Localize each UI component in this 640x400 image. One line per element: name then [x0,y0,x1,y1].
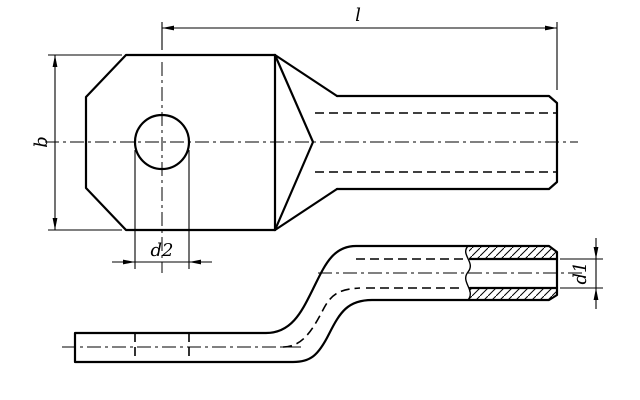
hatch-bottom-band [469,288,557,300]
d1-label: d1 [570,262,591,285]
side-view [62,244,586,364]
dimension-b: b [31,54,122,231]
hatch-top-band [469,246,557,259]
d2-arrow-left [123,259,135,265]
cone-bottom-edge [273,187,339,232]
break-wavy-line [465,245,471,301]
b-label: b [31,136,52,148]
b-arrow-bottom [52,218,58,230]
l-arrow-left [162,25,174,31]
bend-hidden-edge [282,287,361,348]
d2-label: d2 [151,240,174,261]
d1-arrow-top [593,247,599,259]
palm-outline [84,53,277,232]
dimension-l: l [161,5,558,90]
d1-arrow-bottom [593,288,599,300]
cone-top-edge [273,53,339,98]
l-arrow-right [545,25,557,31]
side-profile-outline [73,244,559,364]
dimension-d1: d1 [560,238,603,309]
d2-arrow-right [189,259,201,265]
top-view [45,53,578,273]
b-arrow-top [52,55,58,67]
l-label: l [355,5,361,26]
dimension-d2: d2 [112,150,212,269]
